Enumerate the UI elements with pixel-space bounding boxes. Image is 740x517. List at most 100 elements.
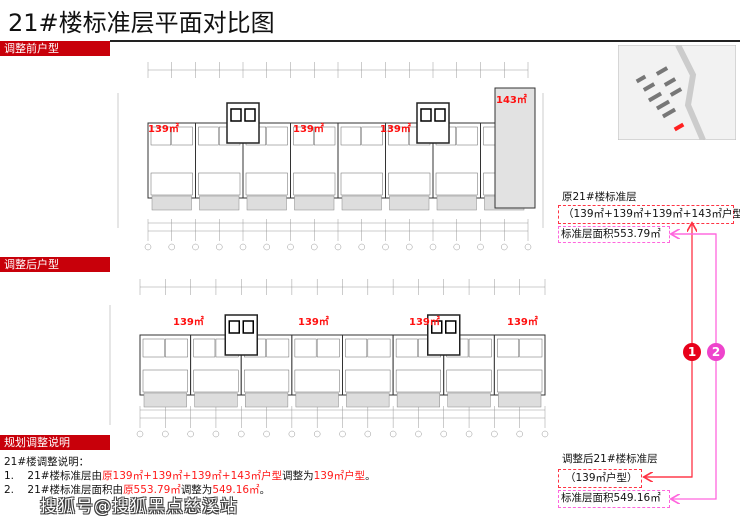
room	[142, 369, 188, 393]
note-highlight: 原553.79㎡	[123, 484, 181, 496]
watermark: 搜狐号@搜狐黑点慈溪站	[40, 497, 238, 517]
axis-bubble	[216, 243, 223, 251]
balcony	[199, 195, 240, 211]
axis-bubble	[263, 243, 270, 251]
axis-bubble	[238, 430, 245, 438]
axis-bubble	[453, 243, 460, 251]
axis-bubble	[162, 430, 169, 438]
axis-bubble	[288, 430, 296, 438]
note-line-1: 1. 21#楼标准层由原139㎡+139㎡+139㎡+143㎡户型调整为139㎡…	[4, 469, 376, 483]
floor-plan-before	[117, 62, 544, 251]
room	[245, 172, 288, 196]
axis-bubble	[339, 430, 346, 438]
note-highlight: 549.16㎡	[212, 484, 260, 496]
room	[314, 126, 336, 146]
note-number: 2.	[4, 484, 15, 496]
elevator	[445, 320, 457, 334]
axis-bubble	[465, 430, 473, 438]
room	[293, 172, 336, 196]
section-before-label: 调整前户型	[0, 41, 110, 56]
page-title: 21#楼标准层平面对比图	[8, 9, 275, 37]
axis-bubble	[477, 243, 484, 251]
room	[142, 338, 165, 358]
room	[367, 338, 391, 358]
adjusted-types-box: （139㎡户型）	[558, 469, 642, 488]
room	[266, 126, 288, 146]
note-highlight: 139㎡户型	[313, 470, 366, 482]
balcony	[389, 195, 430, 211]
room	[435, 172, 478, 196]
axis-bubble	[311, 243, 318, 251]
axis-bubble	[144, 243, 152, 251]
axis-bubble	[501, 243, 508, 251]
axis-bubble	[415, 430, 422, 438]
note-highlight: 原139㎡+139㎡+139㎡+143㎡户型	[102, 470, 283, 482]
balcony	[498, 392, 542, 408]
room	[395, 369, 441, 393]
elevator	[242, 320, 254, 334]
marker-1: 1	[683, 343, 701, 361]
elevator	[244, 108, 256, 122]
balcony	[396, 392, 440, 408]
unit-area-label: 139㎡	[298, 317, 329, 328]
balcony	[143, 392, 187, 408]
room	[519, 338, 543, 358]
room	[150, 172, 193, 196]
balcony	[447, 392, 491, 408]
balcony	[151, 195, 192, 211]
axis-bubble	[358, 243, 365, 251]
room	[388, 126, 409, 146]
room	[497, 369, 543, 393]
axis-bubble	[440, 430, 447, 438]
note-text: 。	[365, 470, 376, 482]
room	[468, 338, 492, 358]
balcony	[294, 195, 335, 211]
balcony	[295, 392, 339, 408]
axis-bubble	[429, 243, 437, 251]
room	[388, 172, 431, 196]
room	[193, 338, 216, 358]
floor-plan-after	[109, 279, 549, 438]
unit-area-label: 139㎡	[409, 317, 440, 328]
note-line-2: 2. 21#楼标准层面积由原553.79㎡调整为549.16㎡。	[4, 483, 270, 497]
elevator	[230, 108, 242, 122]
room	[345, 338, 368, 358]
room	[446, 369, 492, 393]
balcony	[436, 195, 477, 211]
room	[340, 172, 383, 196]
site-location-map	[618, 45, 736, 140]
axis-bubble	[136, 430, 144, 438]
elevator	[228, 320, 240, 334]
axis-bubble	[364, 430, 372, 438]
unit-area-label: 139㎡	[173, 317, 204, 328]
axis-bubble	[491, 430, 498, 438]
room	[266, 338, 290, 358]
note-number: 1.	[4, 470, 15, 482]
room	[294, 338, 317, 358]
room	[198, 172, 241, 196]
adjusted-heading: 调整后21#楼标准层	[562, 453, 658, 465]
room	[294, 369, 340, 393]
axis-bubble	[168, 243, 175, 251]
room	[171, 126, 193, 146]
original-types-box: （139㎡+139㎡+139㎡+143㎡户型）	[558, 205, 740, 224]
axis-bubble	[239, 243, 247, 251]
unit-area-label: 139㎡	[380, 124, 411, 135]
note-text: 21#楼标准层面积由	[27, 484, 124, 496]
unit-area-label: 139㎡	[148, 124, 179, 135]
corner-unit	[494, 87, 536, 209]
room	[293, 126, 314, 146]
note-text: 调整为	[282, 470, 314, 482]
room	[497, 338, 519, 358]
note-text: 调整为	[180, 484, 213, 496]
room	[345, 369, 391, 393]
axis-bubble	[389, 430, 397, 438]
axis-bubble	[516, 430, 523, 438]
axis-bubble	[212, 430, 220, 438]
original-area-box: 标准层面积553.79㎡	[558, 226, 670, 243]
unit-area-label: 143㎡	[496, 95, 527, 106]
axis-bubble	[524, 243, 532, 251]
axis-bubble	[263, 430, 270, 438]
room	[165, 338, 188, 358]
axis-bubble	[192, 243, 199, 251]
